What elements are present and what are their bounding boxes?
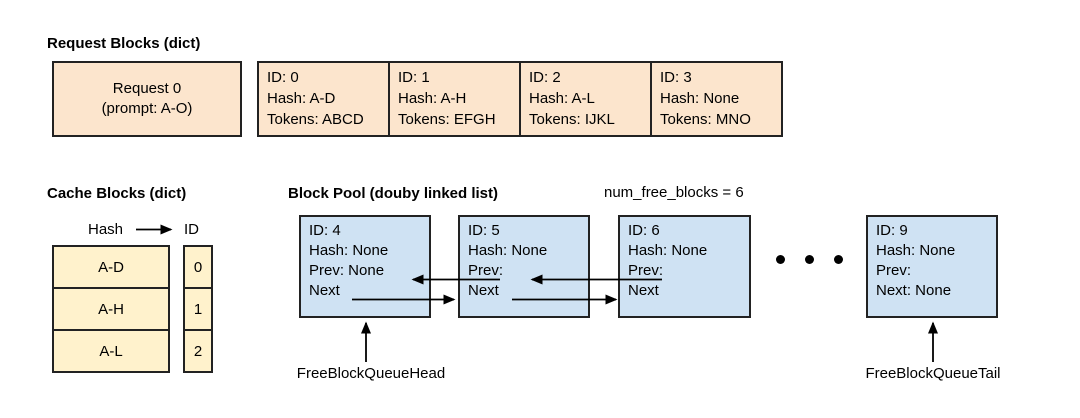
request-block-1: ID: 1 Hash: A-H Tokens: EFGH	[388, 61, 521, 137]
request-block-0: ID: 0 Hash: A-D Tokens: ABCD	[257, 61, 390, 137]
request-block-tokens: Tokens: ABCD	[267, 111, 364, 128]
pool-block-9: ID: 9 Hash: None Prev: Next: None	[866, 215, 998, 318]
request-block-hash: Hash: A-D	[267, 90, 336, 107]
pool-block-field: Prev: None	[309, 262, 385, 279]
num-free-blocks-label: num_free_blocks = 6	[604, 184, 744, 201]
block-pool-title: Block Pool (douby linked list)	[288, 185, 499, 202]
pool-block-field: Hash: None	[468, 242, 548, 259]
ellipsis-dot	[805, 255, 814, 264]
pool-block-6: ID: 6 Hash: None Prev: Next	[618, 215, 751, 318]
request-block-hash: Hash: A-L	[529, 90, 595, 107]
request-block-2: ID: 2 Hash: A-L Tokens: IJKL	[519, 61, 652, 137]
pool-block-field: ID: 6	[628, 222, 660, 239]
cache-hash-header: Hash	[88, 221, 124, 238]
pool-block-4: ID: 4 Hash: None Prev: None Next	[299, 215, 431, 318]
cache-id-header: ID	[184, 221, 199, 238]
request-block-row: ID: 0 Hash: A-D Tokens: ABCD ID: 1 Hash:…	[257, 61, 783, 137]
pool-block-field: Next	[309, 282, 340, 299]
cache-id-cell: 2	[183, 329, 213, 373]
request-block-id: ID: 1	[398, 69, 430, 86]
request-box-line2: (prompt: A-O)	[101, 100, 193, 117]
free-block-queue-head-label: FreeBlockQueueHead	[296, 365, 446, 382]
pool-block-field: Hash: None	[309, 242, 389, 259]
request-block-id: ID: 3	[660, 69, 692, 86]
request-block-tokens: Tokens: MNO	[660, 111, 751, 128]
ellipsis-dot	[834, 255, 843, 264]
cache-hash-cell: A-H	[52, 287, 170, 331]
request-block-tokens: Tokens: EFGH	[398, 111, 496, 128]
pool-block-field: Next: None	[876, 282, 952, 299]
pool-block-field: Prev:	[876, 262, 912, 279]
pool-block-field: ID: 9	[876, 222, 908, 239]
free-block-queue-tail-label: FreeBlockQueueTail	[865, 365, 1001, 382]
pool-block-field: ID: 5	[468, 222, 500, 239]
cache-id-column: 0 1 2	[183, 245, 213, 373]
pool-block-field: Hash: None	[876, 242, 956, 259]
cache-hash-cell: A-D	[52, 245, 170, 289]
pool-block-field: Next	[628, 282, 659, 299]
pool-block-5: ID: 5 Hash: None Prev: Next	[458, 215, 590, 318]
cache-id-cell: 1	[183, 287, 213, 331]
ellipsis-dot	[776, 255, 785, 264]
request-block-3: ID: 3 Hash: None Tokens: MNO	[650, 61, 783, 137]
pool-block-field: Next	[468, 282, 499, 299]
request-block-tokens: Tokens: IJKL	[529, 111, 615, 128]
pool-block-field: Prev:	[628, 262, 664, 279]
request-block-hash: Hash: None	[660, 90, 740, 107]
request-block-id: ID: 2	[529, 69, 561, 86]
pool-block-field: ID: 4	[309, 222, 341, 239]
cache-id-cell: 0	[183, 245, 213, 289]
request-box: Request 0 (prompt: A-O)	[52, 61, 242, 137]
request-block-hash: Hash: A-H	[398, 90, 467, 107]
request-blocks-title: Request Blocks (dict)	[47, 35, 201, 52]
cache-blocks-title: Cache Blocks (dict)	[47, 185, 187, 202]
cache-hash-column: A-D A-H A-L	[52, 245, 170, 373]
pool-block-field: Hash: None	[628, 242, 708, 259]
request-box-line1: Request 0	[112, 80, 182, 97]
request-block-id: ID: 0	[267, 69, 299, 86]
cache-hash-cell: A-L	[52, 329, 170, 373]
pool-block-field: Prev:	[468, 262, 504, 279]
